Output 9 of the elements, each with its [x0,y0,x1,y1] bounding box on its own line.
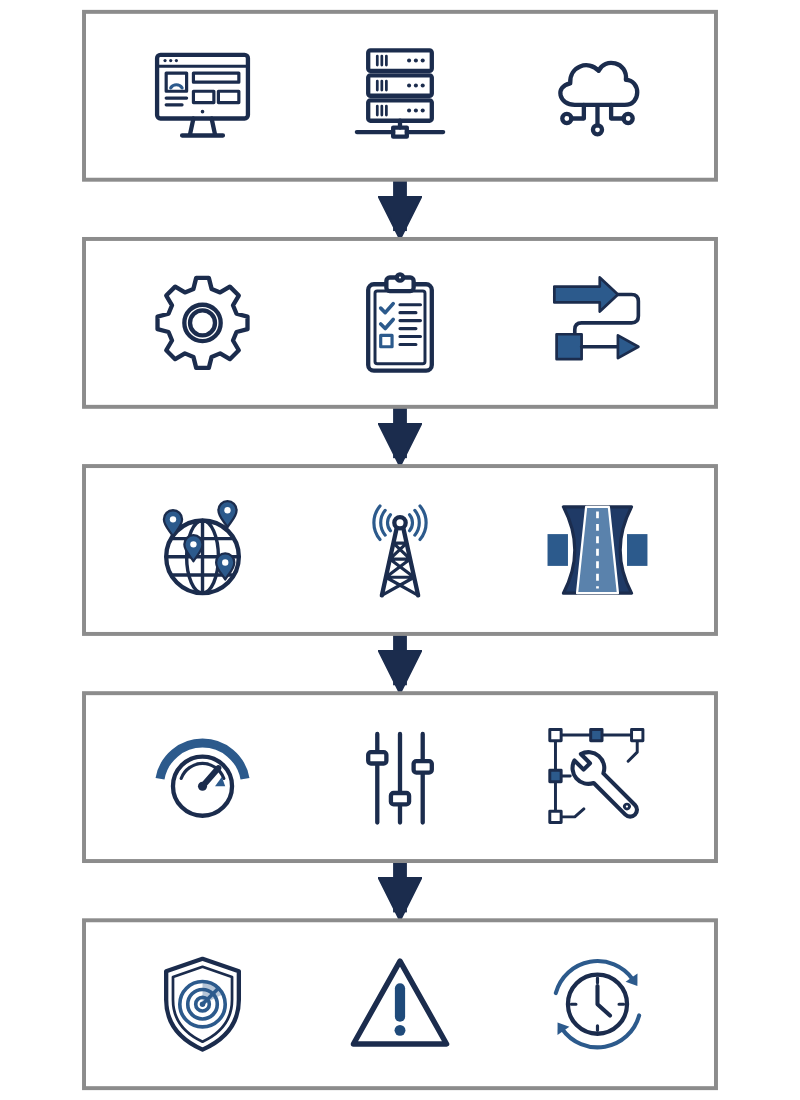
arrow [377,861,423,922]
cluster [82,918,718,1091]
arrow [377,179,423,241]
cluster [82,464,718,636]
cluster [82,9,718,182]
cluster [82,237,718,409]
arrow [377,406,423,468]
arrow [377,633,423,695]
cluster [82,691,718,863]
